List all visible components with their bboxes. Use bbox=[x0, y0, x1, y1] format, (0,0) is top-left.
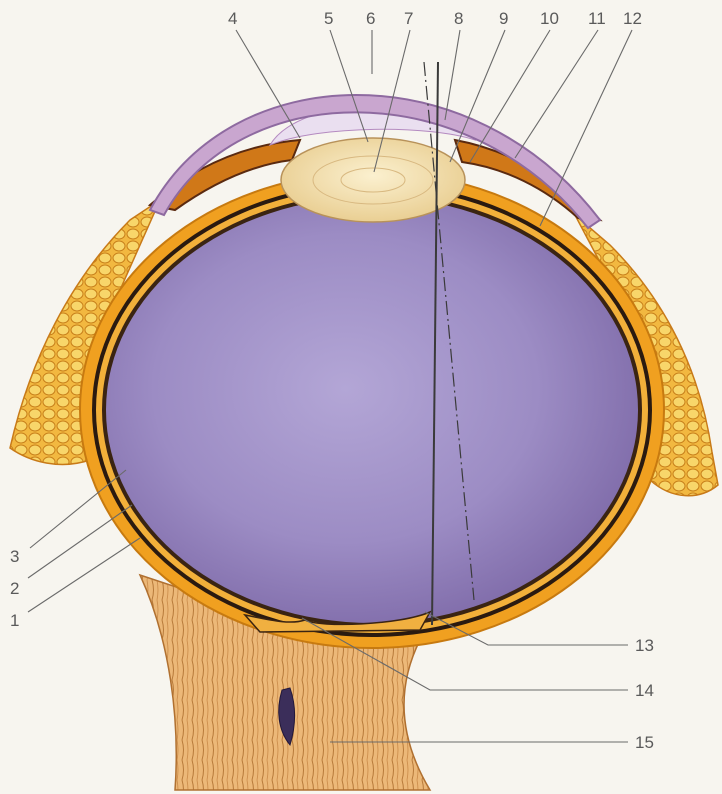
label-7: 7 bbox=[404, 9, 413, 28]
label-4: 4 bbox=[228, 9, 237, 28]
label-8: 8 bbox=[454, 9, 463, 28]
label-3: 3 bbox=[10, 547, 19, 566]
label-1: 1 bbox=[10, 611, 19, 630]
label-2: 2 bbox=[10, 579, 19, 598]
label-5: 5 bbox=[324, 9, 333, 28]
label-14: 14 bbox=[635, 681, 654, 700]
label-12: 12 bbox=[623, 9, 642, 28]
label-10: 10 bbox=[540, 9, 559, 28]
label-15: 15 bbox=[635, 733, 654, 752]
vitreous-body bbox=[106, 197, 638, 623]
label-9: 9 bbox=[499, 9, 508, 28]
label-6: 6 bbox=[366, 9, 375, 28]
label-13: 13 bbox=[635, 636, 654, 655]
label-11: 11 bbox=[588, 9, 606, 28]
